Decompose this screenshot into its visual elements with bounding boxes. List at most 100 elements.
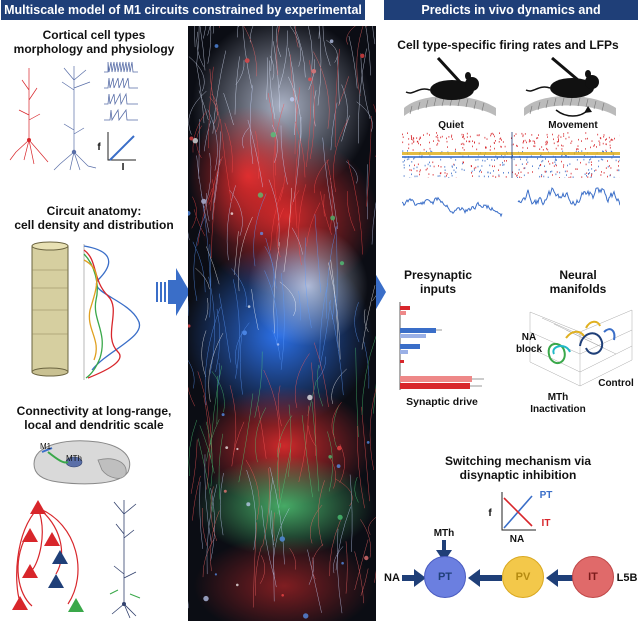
neural-fiber [231,421,245,467]
raster-spike [491,132,493,135]
raster-spike [618,165,619,167]
raster-spike [468,140,470,143]
raster-spike [587,176,589,178]
neural-fiber [247,119,264,188]
raster-spike [557,136,559,138]
neural-fiber [316,364,324,407]
raster-spike [548,160,549,163]
neural-fiber [205,297,209,321]
raster-spike [591,168,593,170]
raster-spike [490,133,492,135]
raster-spike [563,166,564,168]
raster-spike [446,137,447,140]
neuron-soma [201,198,207,204]
raster-spike [409,164,410,167]
raster-spike [561,148,563,150]
raster-spike [516,175,518,177]
raster-spike [584,173,586,175]
raster-spike [585,132,587,134]
raster-spike [607,165,609,168]
raster-spike [606,138,607,140]
neural-fiber [216,375,218,425]
neural-fiber [204,306,221,406]
neural-fiber [249,85,254,164]
neural-fiber [270,187,284,251]
neural-fiber [255,407,267,463]
neural-fiber [262,468,270,547]
raster-spike [609,140,611,143]
mth-inactivation-line1: MTh [547,392,569,403]
neural-fiber [192,475,201,521]
density-curves [83,244,141,380]
neural-fiber [237,26,239,38]
neural-fiber [196,26,200,65]
raster-spike [552,133,553,136]
raster-spike [440,158,442,161]
neuron-soma [329,39,334,43]
firing-title: Cell type-specific firing rates and LFPs [397,38,619,52]
raster-spike [618,169,620,171]
neural-fiber [271,124,278,163]
connectivity-title-line1: Connectivity at long-range, [16,404,172,418]
mth-label: MTh [433,528,455,539]
neural-fiber [209,96,220,133]
raster-spike [472,175,473,177]
raster-spike [605,167,607,169]
raster-spike [420,144,421,146]
raster-spike [540,154,542,157]
raster-spike [566,174,567,176]
raster-spike [581,150,583,152]
raster-spike [498,169,499,171]
switching-fi-plot [501,492,536,531]
raster-spike [444,169,446,171]
raster-spike [484,160,486,162]
neural-fiber [328,301,344,396]
neural-fiber [288,76,302,141]
neural-fiber [269,477,275,546]
raster-spike [407,132,408,134]
connectivity-title: Connectivity at long-range, local and de… [0,404,188,432]
neural-fiber [207,26,211,36]
raster-spike [403,164,405,166]
raster-spike [594,170,595,172]
neuron-soma [276,343,280,346]
neuron-soma [279,536,285,542]
spike-traces [104,61,138,122]
neural-fiber [217,362,220,386]
raster-spike [563,133,565,135]
raster-spike [523,174,525,177]
neural-fiber [283,187,293,273]
raster-spike [410,135,412,137]
fi-y-label: f [97,142,101,153]
neural-fiber [347,159,363,255]
neural-fiber [210,156,223,211]
raster-spike [533,145,535,147]
raster-spike [553,142,555,145]
dendritic-neuron [109,500,141,619]
raster-spike [482,159,484,162]
neural-fiber [308,59,315,90]
raster-spike [404,159,405,162]
raster-spike [602,150,603,153]
neural-fiber [316,356,327,381]
raster-spike [450,157,452,159]
raster-spike [455,148,456,151]
neuron-soma [192,138,198,144]
raster-spike [473,169,475,171]
switching-title-line2: disynaptic inhibition [459,468,577,482]
raster-spike [414,164,415,167]
raster-spike [469,140,471,143]
raster-spike [466,136,468,138]
neural-fiber [277,447,292,514]
neural-fiber [326,39,338,63]
neural-fiber [229,385,237,456]
raster-spike [591,173,593,176]
raster-spike [488,175,489,178]
raster-spike [537,157,538,160]
raster-spike [416,170,418,172]
raster-spike [569,163,571,165]
raster-spike [575,150,577,153]
raster-spike [612,154,614,156]
neural-fiber [208,179,214,205]
raster-spike [556,164,557,167]
